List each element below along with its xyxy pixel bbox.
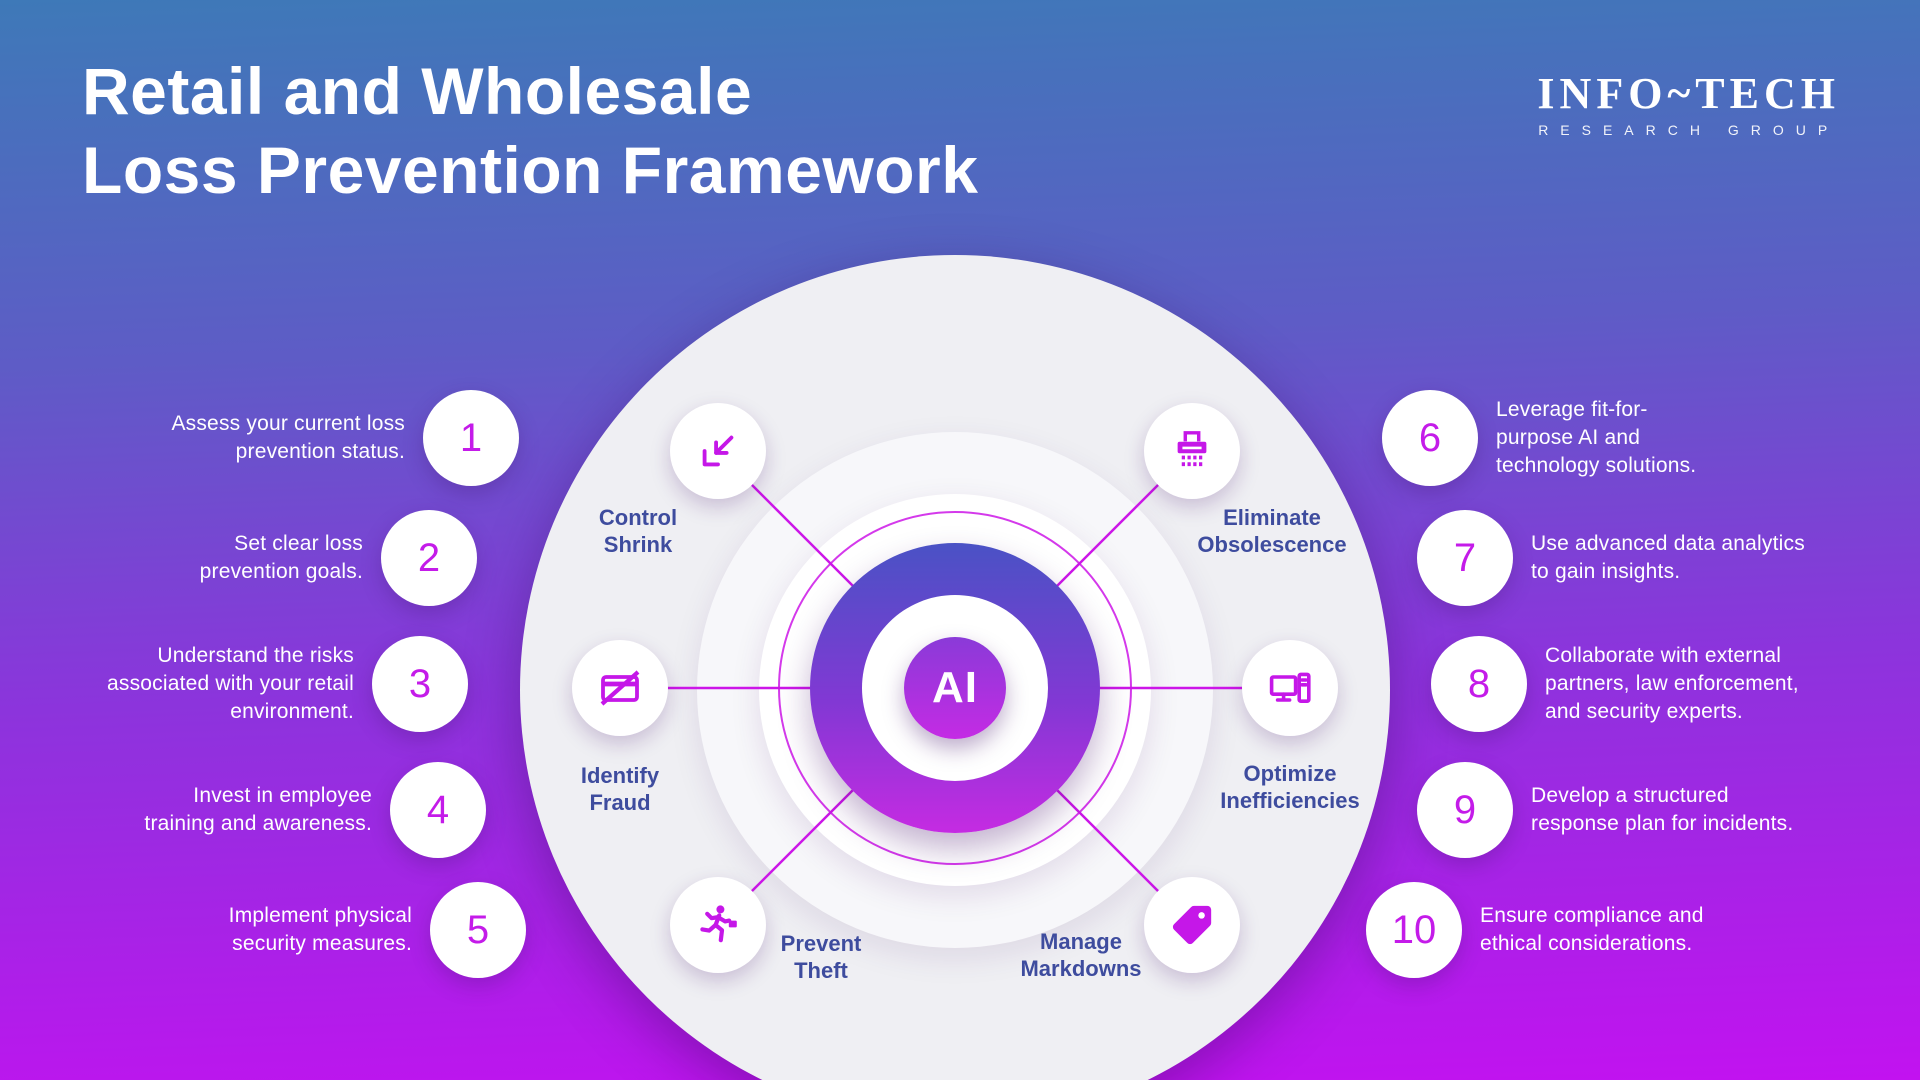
step-number-1: 1 bbox=[423, 390, 519, 486]
spoke-label-control-shrink: Control Shrink bbox=[598, 505, 678, 557]
step-number-6: 6 bbox=[1382, 390, 1478, 486]
step-text-9: Develop a structured response plan for i… bbox=[1531, 783, 1794, 835]
step-number-10: 10 bbox=[1366, 882, 1462, 978]
step-text-5: Implement physical security measures. bbox=[228, 903, 412, 955]
spoke-label-eliminate-obsolescence: Eliminate Obsolescence bbox=[1197, 505, 1347, 557]
logo-wordmark: INFO~TECH bbox=[1537, 69, 1840, 118]
step-number-5: 5 bbox=[430, 882, 526, 978]
step-number-3: 3 bbox=[372, 636, 468, 732]
step-number-4: 4 bbox=[390, 762, 486, 858]
node-eliminate-obsolescence bbox=[1144, 403, 1240, 499]
compress-arrows-icon bbox=[702, 435, 734, 467]
step-text-10: Ensure compliance and ethical considerat… bbox=[1480, 903, 1704, 955]
ai-hub-core: AI bbox=[904, 637, 1006, 739]
step-number-9: 9 bbox=[1417, 762, 1513, 858]
page-title: Retail and Wholesale Loss Prevention Fra… bbox=[82, 52, 978, 210]
step-number-7: 7 bbox=[1417, 510, 1513, 606]
node-manage-markdowns bbox=[1144, 877, 1240, 973]
ai-label: AI bbox=[932, 663, 978, 712]
step-text-3: Understand the risks associated with you… bbox=[106, 643, 354, 724]
step-text-1: Assess your current loss prevention stat… bbox=[171, 411, 405, 463]
spoke-label-prevent-theft: Prevent Theft bbox=[780, 931, 862, 983]
node-prevent-theft bbox=[670, 877, 766, 973]
step-text-7: Use advanced data analytics to gain insi… bbox=[1531, 531, 1805, 583]
spoke-label-manage-markdowns: Manage Markdowns bbox=[1020, 929, 1142, 981]
spoke-label-optimize-inefficiencies: Optimize Inefficiencies bbox=[1220, 761, 1360, 813]
title-line-1: Retail and Wholesale bbox=[82, 54, 753, 128]
node-control-shrink bbox=[670, 403, 766, 499]
step-text-2: Set clear loss prevention goals. bbox=[199, 531, 363, 583]
shredder-icon bbox=[1177, 431, 1207, 469]
price-tag-icon bbox=[1172, 905, 1212, 945]
credit-card-slash-icon bbox=[600, 670, 640, 706]
step-number-8: 8 bbox=[1431, 636, 1527, 732]
step-number-2: 2 bbox=[381, 510, 477, 606]
desktop-computer-icon bbox=[1269, 672, 1311, 703]
running-thief-icon bbox=[700, 905, 737, 943]
infotech-logo: INFO~TECH RESEARCH GROUP bbox=[1537, 69, 1840, 139]
hub-orbit-circle bbox=[778, 511, 1132, 865]
step-text-4: Invest in employee training and awarenes… bbox=[144, 783, 372, 835]
spoke-label-identify-fraud: Identify Fraud bbox=[580, 763, 660, 815]
step-text-8: Collaborate with external partners, law … bbox=[1545, 643, 1799, 724]
title-line-2: Loss Prevention Framework bbox=[82, 133, 979, 208]
step-text-6: Leverage fit-for- purpose AI and technol… bbox=[1496, 397, 1697, 478]
node-identify-fraud bbox=[572, 640, 668, 736]
logo-subtitle: RESEARCH GROUP bbox=[1538, 122, 1840, 138]
node-optimize-inefficiencies bbox=[1242, 640, 1338, 736]
